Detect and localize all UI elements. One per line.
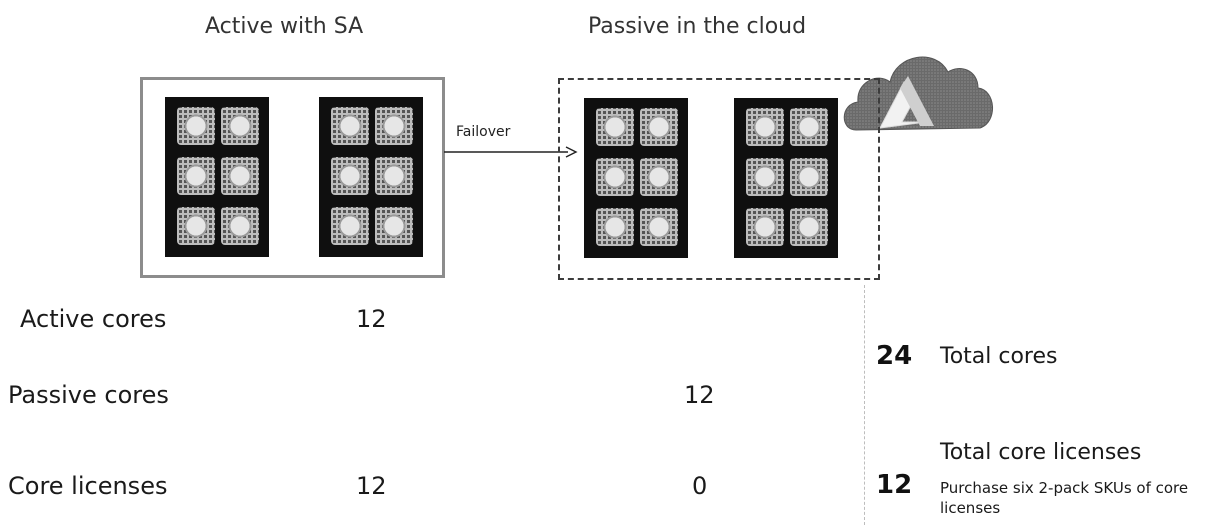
cpu-chip-icon bbox=[790, 108, 828, 146]
cpu-chip-icon bbox=[331, 157, 369, 195]
server-rack-icon bbox=[165, 97, 269, 257]
passive-cores-passive-value: 12 bbox=[684, 381, 715, 409]
azure-cloud-icon bbox=[838, 42, 998, 142]
failover-arrow bbox=[444, 144, 578, 160]
failover-label: Failover bbox=[456, 124, 511, 140]
active-column-header: Active with SA bbox=[205, 14, 364, 39]
cpu-chip-icon bbox=[640, 208, 678, 246]
cpu-chip-icon bbox=[596, 158, 634, 196]
active-cores-label: Active cores bbox=[20, 305, 167, 333]
cpu-chip-icon bbox=[221, 157, 259, 195]
cpu-chip-icon bbox=[177, 157, 215, 195]
cpu-chip-icon bbox=[640, 158, 678, 196]
active-server-group bbox=[140, 77, 445, 278]
cpu-chip-icon bbox=[375, 157, 413, 195]
core-licenses-label: Core licenses bbox=[8, 472, 168, 500]
core-licenses-active-value: 12 bbox=[356, 472, 387, 500]
total-cores-label: Total cores bbox=[940, 344, 1058, 369]
server-rack-icon bbox=[734, 98, 838, 258]
passive-server-group bbox=[558, 78, 880, 280]
total-licenses-value: 12 bbox=[876, 470, 913, 500]
cpu-chip-icon bbox=[177, 207, 215, 245]
active-cores-active-value: 12 bbox=[356, 305, 387, 333]
total-licenses-label: Total core licenses bbox=[940, 440, 1142, 465]
cpu-chip-icon bbox=[375, 207, 413, 245]
passive-column-header: Passive in the cloud bbox=[588, 14, 807, 39]
cpu-chip-icon bbox=[177, 107, 215, 145]
cpu-chip-icon bbox=[790, 158, 828, 196]
cpu-chip-icon bbox=[221, 107, 259, 145]
total-cores-value: 24 bbox=[876, 341, 913, 371]
cpu-chip-icon bbox=[746, 108, 784, 146]
cpu-chip-icon bbox=[331, 107, 369, 145]
passive-cores-label: Passive cores bbox=[8, 381, 169, 409]
server-rack-icon bbox=[584, 98, 688, 258]
cpu-chip-icon bbox=[375, 107, 413, 145]
cpu-chip-icon bbox=[596, 108, 634, 146]
core-licenses-passive-value: 0 bbox=[692, 472, 708, 500]
cpu-chip-icon bbox=[746, 158, 784, 196]
cpu-chip-icon bbox=[331, 207, 369, 245]
summary-divider bbox=[864, 285, 865, 525]
cpu-chip-icon bbox=[746, 208, 784, 246]
cpu-chip-icon bbox=[596, 208, 634, 246]
cpu-chip-icon bbox=[790, 208, 828, 246]
cpu-chip-icon bbox=[640, 108, 678, 146]
server-rack-icon bbox=[319, 97, 423, 257]
cpu-chip-icon bbox=[221, 207, 259, 245]
total-licenses-note: Purchase six 2-pack SKUs of core license… bbox=[940, 479, 1189, 517]
